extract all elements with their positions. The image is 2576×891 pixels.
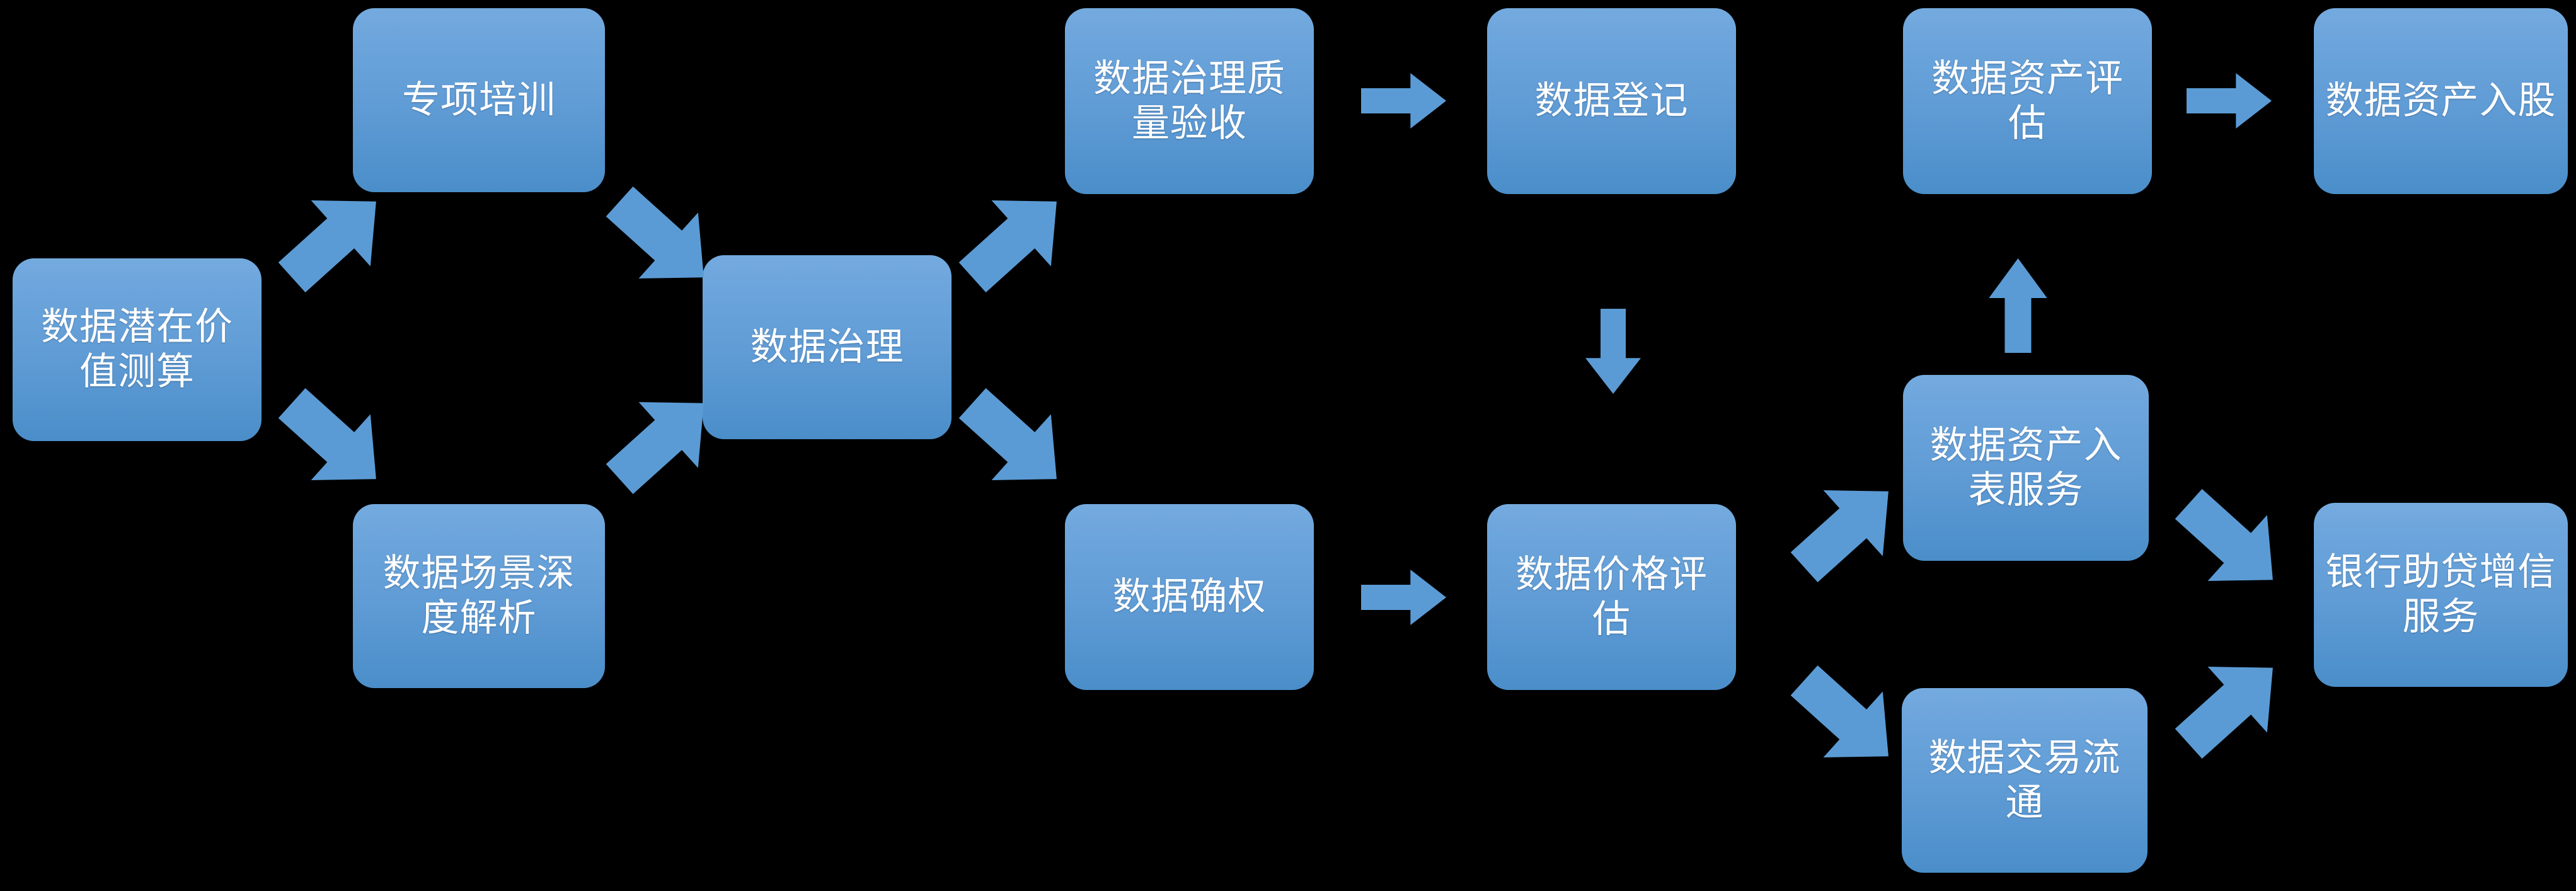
arrow-table-service-to-assess-icon <box>1985 258 2051 353</box>
arrow-value-to-training-icon <box>258 164 410 314</box>
arrow-value-to-scenario-icon <box>258 365 410 516</box>
arrow-table-service-to-bank-icon <box>2155 466 2307 617</box>
process-node-label: 数据登记 <box>1534 79 1689 122</box>
process-node-label: 数据交易流通 <box>1928 736 2121 824</box>
process-node-n9[interactable]: 数据资产评估 <box>1903 8 2152 194</box>
process-node-n7[interactable]: 数据登记 <box>1487 8 1736 194</box>
process-node-n3[interactable]: 数据场景深度解析 <box>353 504 605 688</box>
process-node-label: 数据资产入股 <box>2325 79 2556 122</box>
process-node-n2[interactable]: 专项培训 <box>353 8 605 192</box>
arrow-rights-to-pricing-icon <box>1361 566 1446 629</box>
process-node-label: 数据资产评估 <box>1931 57 2124 144</box>
process-node-label: 数据潜在价值测算 <box>41 306 233 393</box>
arrow-quality-to-registration-icon <box>1361 69 1446 132</box>
process-node-label: 数据资产入表服务 <box>1929 423 2122 511</box>
process-node-n11[interactable]: 数据交易流通 <box>1902 688 2148 873</box>
arrow-trading-to-bank-icon <box>2155 630 2307 781</box>
process-node-n12[interactable]: 数据资产入股 <box>2314 8 2568 194</box>
process-node-label: 数据治理质量验收 <box>1093 57 1285 144</box>
arrow-governance-to-quality-icon <box>939 164 1091 314</box>
process-node-n6[interactable]: 数据确权 <box>1065 504 1314 690</box>
arrow-registration-to-pricing-icon <box>1582 309 1645 394</box>
process-node-label: 数据价格评估 <box>1515 553 1708 640</box>
process-node-label: 数据确权 <box>1112 575 1267 618</box>
arrow-assess-to-equity-icon <box>2187 69 2272 132</box>
arrow-governance-to-rights-icon <box>939 365 1091 516</box>
process-node-n13[interactable]: 银行助贷增信服务 <box>2314 503 2568 687</box>
process-node-n10[interactable]: 数据资产入表服务 <box>1903 375 2149 561</box>
arrow-training-to-governance-icon <box>586 164 738 314</box>
process-node-n5[interactable]: 数据治理质量验收 <box>1065 8 1314 194</box>
process-node-n8[interactable]: 数据价格评估 <box>1487 504 1736 690</box>
process-node-label: 数据治理 <box>750 325 904 368</box>
process-node-label: 数据场景深度解析 <box>382 552 575 639</box>
process-node-n4[interactable]: 数据治理 <box>703 255 952 439</box>
process-node-label: 银行助贷增信服务 <box>2325 551 2556 638</box>
arrow-scenario-to-governance-icon <box>586 365 738 516</box>
process-node-label: 专项培训 <box>402 78 556 121</box>
arrow-pricing-to-table-service-icon <box>1771 454 1923 604</box>
process-node-n1[interactable]: 数据潜在价值测算 <box>13 258 262 441</box>
arrow-pricing-to-trading-icon <box>1771 643 1923 793</box>
